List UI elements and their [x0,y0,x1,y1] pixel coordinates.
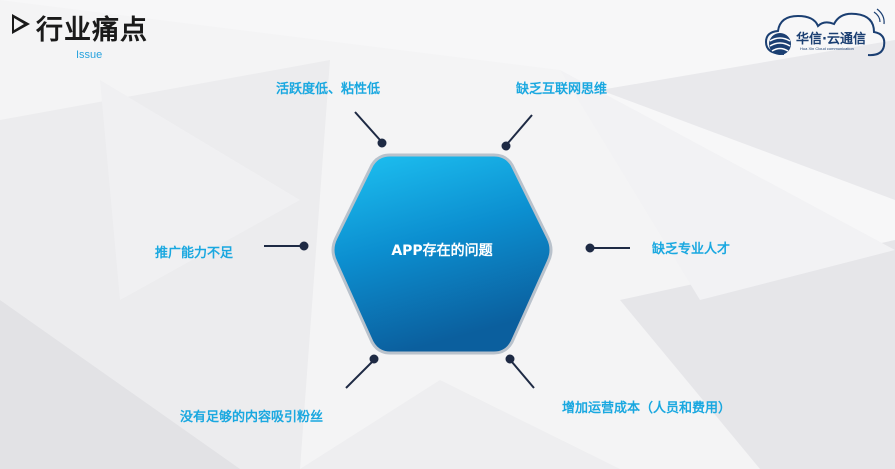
title-arrow-icon [12,14,30,34]
connector-dot-top-right [501,141,511,151]
page-title: 行业痛点 [36,15,148,46]
issue-label-promotion: 推广能力不足 [155,246,234,261]
connector-dot-left [299,241,309,251]
company-logo [764,8,886,57]
center-label: APP存在的问题 [391,243,493,259]
issue-label-internet-thinking: 缺乏互联网思维 [516,82,608,97]
connector-bottom-right [511,361,535,389]
logo-text: 华信·云通信 [796,32,866,47]
connector-bottom-left [345,361,373,389]
issue-label-activity: 活跃度低、粘性低 [276,82,381,97]
connector-dot-bottom-right [505,354,515,364]
connector-top-left [354,111,381,141]
issue-label-talent: 缺乏专业人才 [652,242,731,257]
connector-dot-top-left [377,138,387,148]
connector-dot-right [585,243,595,253]
logo-tagline: Hua Xin Cloud communication [800,46,854,51]
center-hexagon [331,153,553,355]
issue-label-content: 没有足够的内容吸引粉丝 [180,410,324,425]
connector-dot-bottom-left [369,354,379,364]
issue-label-cost: 增加运营成本（人员和费用） [562,401,732,416]
connector-top-right [507,114,533,144]
page-subtitle: Issue [76,49,103,61]
